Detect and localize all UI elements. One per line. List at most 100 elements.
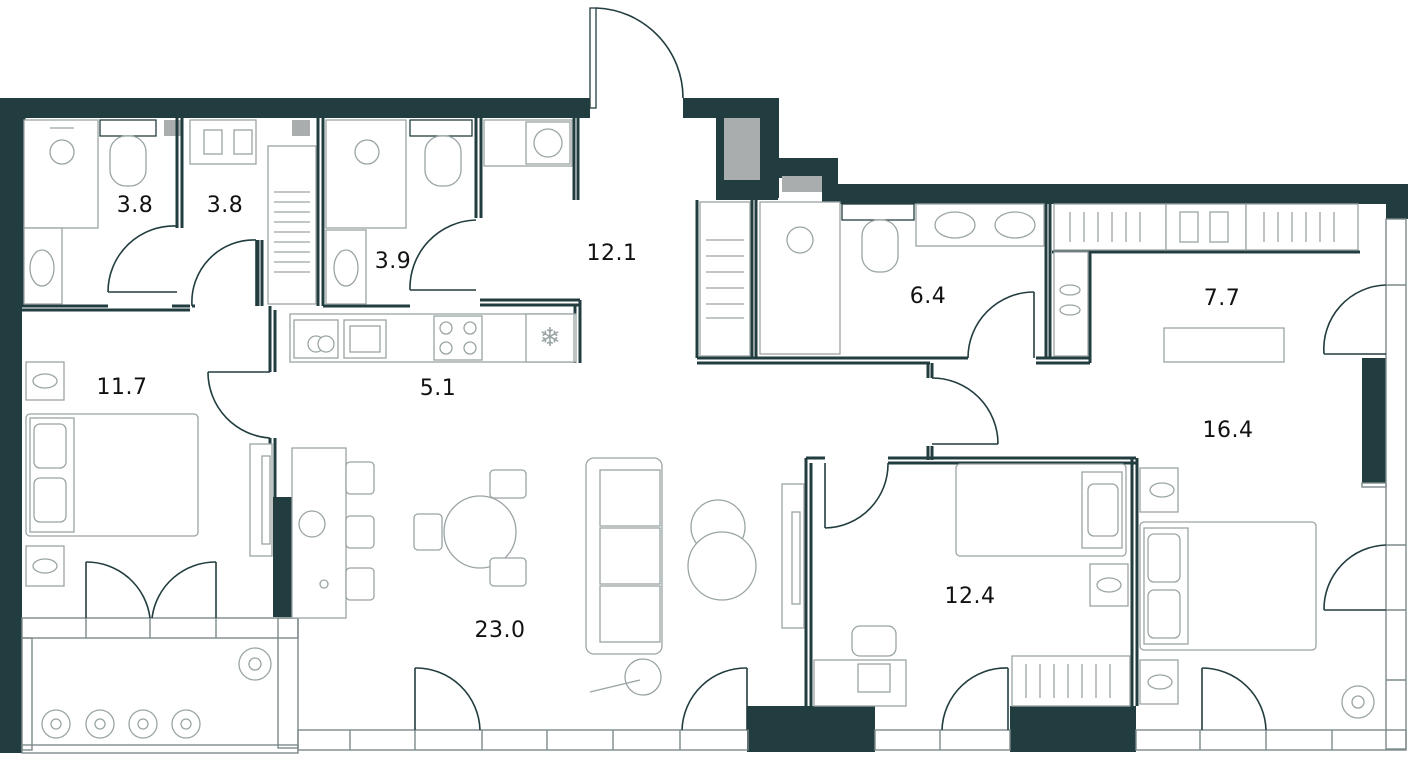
- bedroom-master-area: 16.4: [1203, 418, 1254, 443]
- toilet-icon: [109, 135, 147, 187]
- bathroom-1-door[interactable]: [107, 225, 178, 293]
- exterior-walls: [0, 98, 1408, 753]
- dressing-room-fixtures: [1053, 203, 1359, 363]
- balcony-plants: [41, 647, 272, 739]
- lamp-icon: [1147, 674, 1173, 690]
- hob-icon: [433, 315, 483, 361]
- sofa-cushion-icon: [599, 585, 661, 643]
- plate-icon: [298, 510, 326, 538]
- bathroom-3-fixtures: [699, 201, 1045, 357]
- lamp-icon: [1096, 577, 1122, 593]
- bedroom-left-door[interactable]: [207, 371, 271, 439]
- chair-icon: [489, 557, 527, 587]
- plant-icon: [85, 709, 115, 739]
- toilet-icon: [424, 135, 462, 187]
- pillow-icon: [1147, 533, 1181, 583]
- shirt-icon: [233, 129, 253, 155]
- interior-walls: [20, 116, 1360, 706]
- sink-icon: [934, 211, 976, 239]
- wardrobe-rack-icon: [1053, 203, 1167, 251]
- bathroom-2-door[interactable]: [409, 219, 477, 291]
- wardrobe-1-door[interactable]: [191, 239, 257, 307]
- plant-icon: [1341, 685, 1375, 719]
- plant-icon: [171, 709, 201, 739]
- sink-counter-icon: [325, 229, 367, 305]
- entrance-door[interactable]: [589, 7, 684, 109]
- toilet-tank-icon: [409, 119, 473, 137]
- chair-icon: [489, 469, 527, 499]
- fridge-icon: [525, 313, 575, 363]
- shirt-icon: [1209, 211, 1229, 243]
- sink-icon: [333, 249, 359, 287]
- hangers-icon: [274, 191, 310, 273]
- bedroom-middle-area: 12.4: [945, 584, 996, 609]
- sofa-cushion-icon: [599, 527, 661, 585]
- wardrobe-1-area: 3.8: [207, 193, 244, 218]
- pillow-icon: [1087, 483, 1119, 537]
- toilet-tank-icon: [841, 203, 915, 221]
- living-window-door-2[interactable]: [681, 667, 748, 731]
- sink-icon: [29, 249, 55, 287]
- bathroom-2-fixtures: [325, 119, 573, 305]
- bedroom-master-window-door-side-1[interactable]: [1323, 284, 1387, 355]
- bathroom-3-door[interactable]: [967, 291, 1035, 359]
- bedroom-master-furniture: [1139, 467, 1375, 719]
- plant-icon: [41, 709, 71, 739]
- kitchen-area: 5.1: [420, 376, 457, 401]
- wardrobe-shelf-icon: [1165, 203, 1247, 251]
- dressing-room-area: 7.7: [1204, 286, 1241, 311]
- sofa-cushion-icon: [599, 469, 661, 527]
- bathroom-1-area: 3.8: [117, 193, 154, 218]
- tv-icon: [261, 455, 271, 545]
- wardrobe-1-fixtures: [189, 119, 317, 305]
- coffee-table-icon: [687, 531, 757, 601]
- toilet-icon: [861, 219, 899, 273]
- pillow-icon: [1147, 589, 1181, 639]
- bathroom-3-area: 6.4: [910, 284, 947, 309]
- shoe-rack-icon: [1053, 251, 1089, 357]
- doors: [85, 7, 1387, 731]
- living-window-door-1[interactable]: [414, 667, 481, 731]
- bedroom-master-window-door-side-2[interactable]: [1323, 544, 1387, 611]
- plant-icon: [238, 647, 272, 681]
- living-room-area: 23.0: [475, 618, 526, 643]
- pillow-icon: [33, 423, 67, 469]
- bedroom-middle-furniture: [813, 463, 1131, 707]
- bathtub-icon: [23, 119, 99, 229]
- laptop-icon: [857, 663, 891, 693]
- bedroom-middle-door[interactable]: [824, 462, 889, 529]
- bedroom-middle-window-door[interactable]: [941, 667, 1009, 731]
- towel-rack-icon: [699, 201, 751, 357]
- wardrobe-rack-icon: [1245, 203, 1359, 251]
- nightstand-icon: [25, 545, 65, 587]
- bedroom-master-window-door[interactable]: [1201, 667, 1267, 731]
- shirt-icon: [203, 129, 223, 155]
- bathroom-1-fixtures: [23, 119, 157, 305]
- toilet-tank-icon: [99, 119, 157, 137]
- bedroom-left-area: 11.7: [97, 375, 148, 400]
- shower-drain-icon: [354, 139, 380, 165]
- shirt-icon: [1179, 211, 1199, 243]
- lamp-icon: [32, 558, 58, 574]
- lamp-icon: [32, 373, 58, 389]
- armchair-icon: [851, 625, 897, 657]
- shower-icon: [325, 119, 407, 229]
- wardrobe-rack-icon: [267, 145, 317, 305]
- shower-icon: [759, 201, 841, 355]
- floor-lamp-icon: [624, 658, 662, 696]
- tv-icon: [791, 511, 801, 605]
- chair-icon: [413, 513, 443, 551]
- balcony-double-door[interactable]: [85, 561, 217, 619]
- chair-icon: [345, 461, 375, 495]
- room-area-labels: 3.8 3.8 3.9 12.1 11.7 5.1 23.0 6.4 7.7 1…: [97, 193, 1254, 643]
- bench-icon: [1163, 327, 1285, 363]
- chair-icon: [345, 567, 375, 601]
- dining-table-icon: [443, 495, 517, 569]
- bedroom-master-door[interactable]: [931, 377, 999, 445]
- hall-area: 12.1: [587, 241, 638, 266]
- shower-drain-icon: [786, 226, 814, 254]
- plant-icon: [128, 709, 158, 739]
- bathroom-2-area: 3.9: [375, 249, 412, 274]
- living-room-furniture: [291, 447, 805, 696]
